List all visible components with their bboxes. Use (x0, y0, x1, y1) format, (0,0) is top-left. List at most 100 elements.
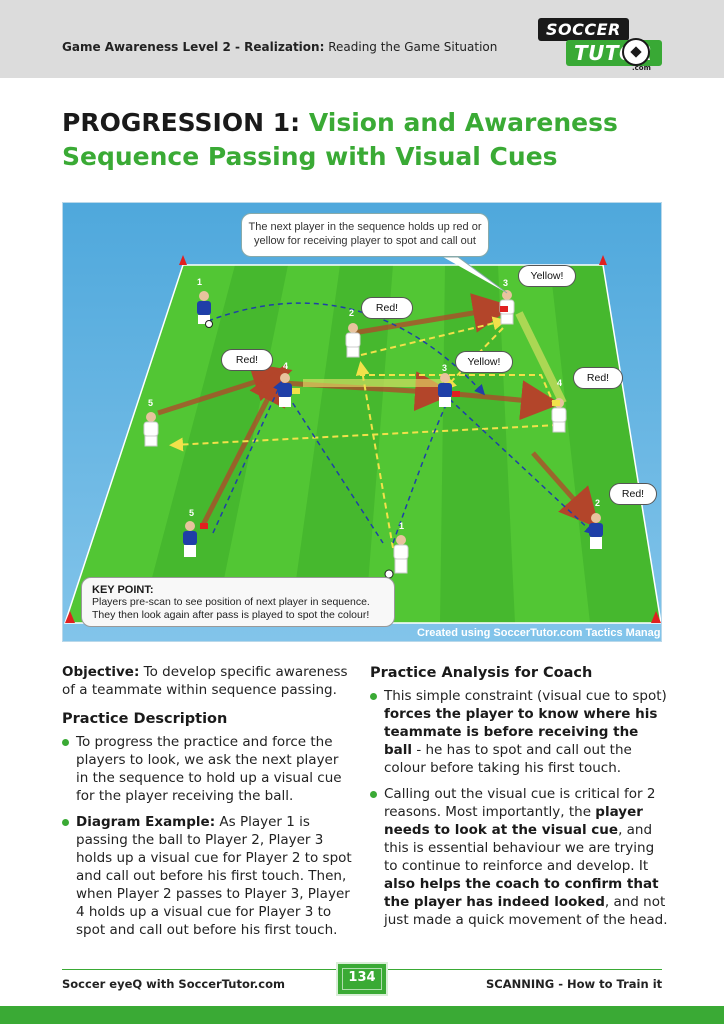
pitch-stripes (65, 265, 590, 623)
num-blue-5: 5 (189, 508, 194, 518)
practice-diagram: 1 2 3 4 3 4 5 5 1 2 The next player in t… (62, 202, 662, 642)
left-column: Objective: To develop specific awareness… (62, 663, 354, 947)
pass-1-to-2 (355, 361, 394, 549)
bubble-red-player4: Red! (221, 349, 273, 371)
bubble-red-blue2: Red! (609, 483, 657, 505)
num-white-4: 4 (557, 378, 562, 388)
series-subtitle: Reading the Game Situation (324, 40, 498, 54)
num-white-5: 5 (148, 398, 153, 408)
list-item: Diagram Example: As Player 1 is passing … (62, 813, 354, 939)
page-number: 134 (348, 970, 376, 985)
player-number-labels: 1 2 3 4 3 4 5 5 1 2 (148, 277, 600, 531)
callout-pointer (443, 256, 508, 294)
bullet-2-label: Diagram Example: (76, 814, 216, 830)
list-item: Calling out the visual cue is critical f… (370, 785, 670, 929)
white-player-2 (345, 323, 361, 358)
num-blue-2: 2 (595, 498, 600, 508)
bubble-red-player2: Red! (361, 297, 413, 319)
cue-card-yellow-2 (552, 400, 560, 406)
blue-player-5 (183, 521, 197, 557)
bottom-band (0, 1006, 724, 1024)
num-white-3: 3 (503, 278, 508, 288)
run-arrow-5 (200, 364, 286, 527)
run-arrow-1 (352, 293, 513, 336)
footer-chapter: SCANNING - How to Train it (486, 977, 663, 991)
football-icon (622, 38, 650, 66)
num-blue-3: 3 (442, 363, 447, 373)
key-point-line-1: Players pre-scan to see position of next… (92, 596, 370, 608)
highlight-arrows (303, 311, 567, 405)
bullet-2-text: As Player 1 is passing the ball to Playe… (76, 814, 352, 938)
title-line1-green: Vision and Awareness (308, 108, 618, 137)
cue-card-red-1 (500, 306, 508, 312)
running-header: Game Awareness Level 2 - Realization: Re… (62, 40, 497, 54)
cue-card-yellow-1 (292, 388, 300, 394)
white-player-5 (143, 412, 159, 447)
cue-card-red-2 (452, 391, 460, 397)
analysis-1-bold: forces the player to know where his team… (384, 706, 658, 758)
objective-label: Objective: (62, 664, 140, 680)
num-blue-1: 1 (197, 277, 202, 287)
highlight-arrow-2 (515, 311, 567, 405)
cone-top-right (599, 255, 607, 265)
analysis-1-c: - he has to spot and call out the colour… (384, 742, 632, 776)
pitch-outline-icon (342, 968, 382, 990)
analysis-2-c: , and not just made a quick movement of … (384, 894, 668, 928)
list-item: To progress the practice and force the p… (62, 733, 354, 805)
blue-player-1 (197, 291, 213, 328)
diagram-callout: The next player in the sequence holds up… (241, 213, 489, 257)
pass-2-to-3 (360, 316, 507, 356)
analysis-2-bold-1: player needs to look at the visual cue (384, 804, 643, 838)
series-title: Game Awareness Level 2 - Realization: (62, 40, 325, 54)
cone-bottom-left (65, 611, 75, 623)
blue-player-4 (278, 373, 292, 407)
analysis-1-a: This simple constraint (visual cue to sp… (384, 688, 667, 704)
run-arrow-6 (531, 451, 600, 529)
objective-paragraph: Objective: To develop specific awareness… (62, 663, 354, 699)
diagram-credit: Created using SoccerTutor.com Tactics Ma… (417, 627, 662, 639)
blue-player-3 (438, 373, 452, 407)
visual-cue-cards (200, 306, 560, 529)
blue-line-2 (212, 380, 283, 534)
page-title: PROGRESSION 1: Vision and Awareness Sequ… (62, 106, 618, 174)
footer-book-title: Soccer eyeQ with SoccerTutor.com (62, 977, 285, 991)
cue-card-red-3 (200, 523, 208, 529)
bullet-1-text: To progress the practice and force the p… (76, 734, 342, 804)
num-white-1: 1 (399, 521, 404, 531)
pass-4-to-5 (169, 424, 559, 452)
num-blue-4: 4 (283, 361, 288, 371)
cone-bottom-right (651, 611, 661, 623)
bubble-yellow-player3: Yellow! (518, 265, 576, 287)
practice-description-heading: Practice Description (62, 711, 228, 727)
logo-word-soccer: SOCCER (538, 18, 629, 41)
pass-cross (360, 363, 559, 414)
corner-cones (65, 255, 661, 623)
right-column: Practice Analysis for Coach This simple … (370, 663, 670, 937)
blue-player-2 (589, 513, 603, 549)
pitch-svg: 1 2 3 4 3 4 5 5 1 2 (63, 255, 661, 624)
blue-line-4 (442, 392, 596, 536)
key-point-line-2: They then look again after pass is playe… (92, 609, 370, 621)
practice-description-list: To progress the practice and force the p… (62, 733, 354, 939)
run-arrow-4 (444, 380, 561, 421)
blue-players (183, 291, 603, 557)
soccertutor-logo: SOCCER TUTOR .com (536, 18, 663, 72)
list-item: This simple constraint (visual cue to sp… (370, 687, 670, 777)
analysis-2-a: Calling out the visual cue is critical f… (384, 786, 656, 820)
practice-analysis-list: This simple constraint (visual cue to sp… (370, 687, 670, 929)
num-white-2: 2 (349, 308, 354, 318)
bubble-yellow-blue3: Yellow! (455, 351, 513, 373)
blue-line-3 (282, 387, 384, 544)
bubble-red-white4: Red! (573, 367, 623, 389)
analysis-2-bold-2: also helps the coach to confirm that the… (384, 876, 659, 910)
title-progression: PROGRESSION 1: (62, 108, 301, 137)
logo-dotcom: .com (632, 64, 651, 72)
player-movement-arrows (157, 293, 600, 529)
analysis-2-b: , and this is essential behaviour we are… (384, 822, 655, 874)
key-point-box: KEY POINT: Players pre-scan to see posit… (81, 577, 395, 627)
cone-top-left (179, 255, 187, 265)
objective-text: To develop specific awareness of a teamm… (62, 664, 348, 698)
key-point-title: KEY POINT: (92, 584, 154, 596)
white-players (143, 290, 567, 579)
page-number-badge: 134 (336, 962, 388, 996)
